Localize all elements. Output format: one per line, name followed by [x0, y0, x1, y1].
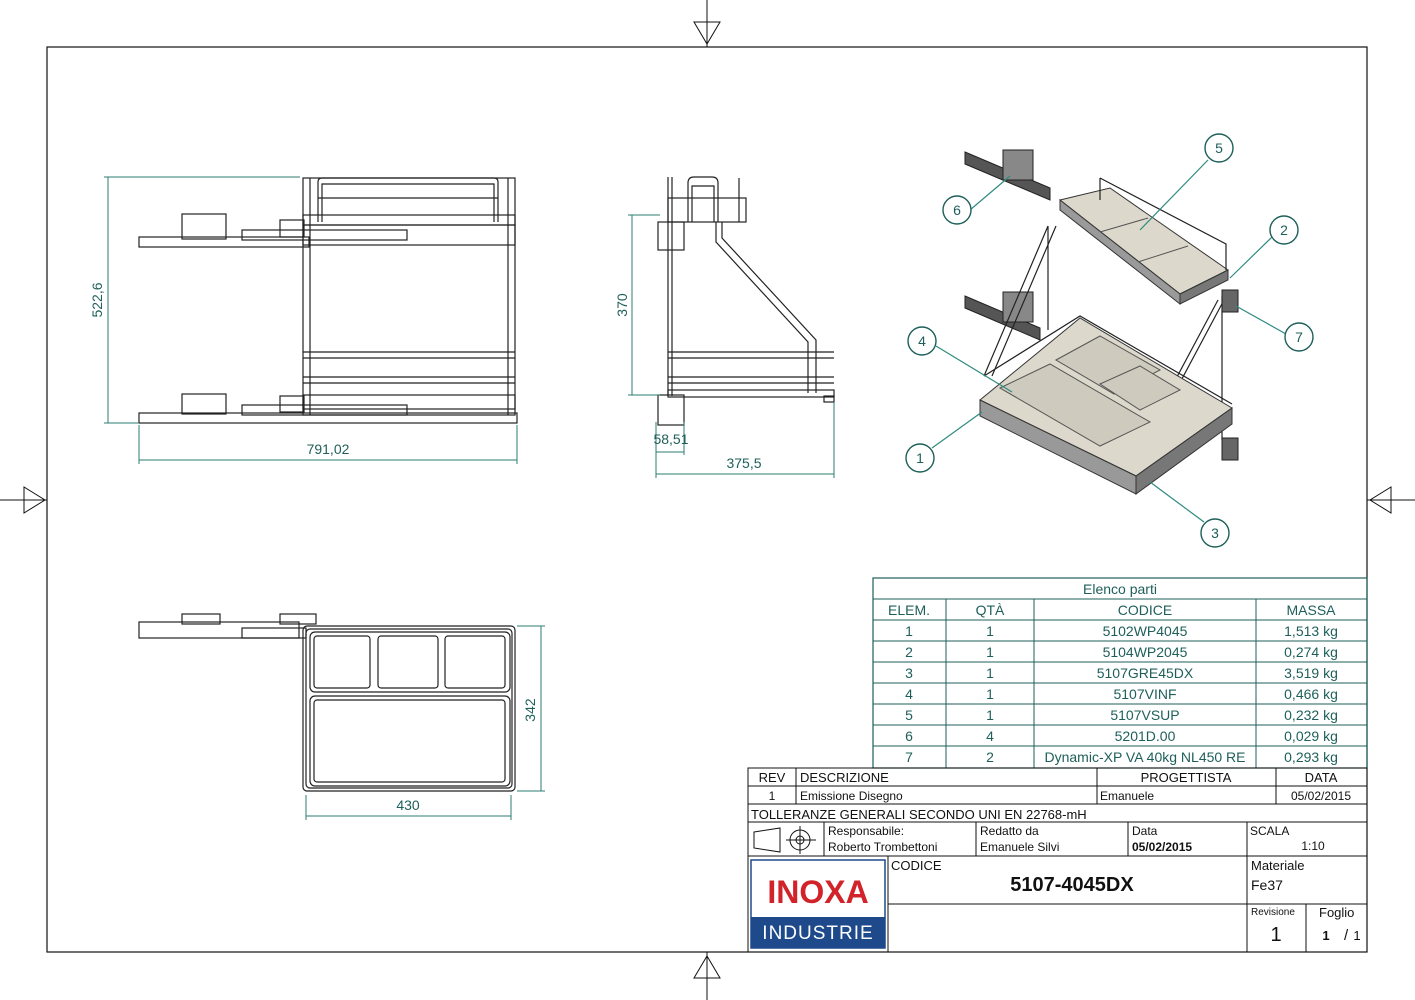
top-width-dim: 430: [396, 797, 420, 813]
top-height-dim: 342: [522, 698, 538, 722]
parts-row-7-elem: 7: [905, 749, 913, 765]
revisione-value: 1: [1270, 924, 1281, 946]
balloon-5-label: 5: [1215, 140, 1223, 156]
data-label: Data: [1132, 824, 1158, 838]
parts-list-table: [872, 577, 1368, 769]
isometric-view: [931, 149, 1287, 523]
logo-band: [751, 917, 885, 948]
parts-row-1-qty: 1: [986, 623, 994, 639]
materiale-value: Fe37: [1251, 877, 1283, 893]
balloon-7-label: 7: [1295, 329, 1303, 345]
parts-row-1-elem: 1: [905, 623, 913, 639]
balloon-1-label: 1: [916, 450, 924, 466]
front-width-dim: 791,02: [307, 441, 350, 457]
revisione-label: Revisione: [1251, 907, 1295, 918]
drawing-code: 5107-4045DX: [1010, 874, 1134, 896]
parts-row-4-code: 5107VINF: [1113, 686, 1176, 702]
desc-value: Emissione Disegno: [800, 789, 903, 803]
header-elem: ELEM.: [888, 602, 930, 618]
parts-row-7-qty: 2: [986, 749, 994, 765]
desc-header: DESCRIZIONE: [800, 770, 889, 785]
inoxa-logo: INOXA INDUSTRIE: [750, 859, 886, 949]
balloon-2-label: 2: [1280, 222, 1288, 238]
balloon-2: [1269, 215, 1299, 245]
foglio-label: Foglio: [1319, 905, 1354, 920]
balloon-3-label: 3: [1211, 525, 1219, 541]
balloon-6-label: 6: [953, 202, 961, 218]
side-width-dim: 375,5: [726, 455, 761, 471]
title-block: [747, 803, 1368, 953]
parts-row-5-elem: 5: [905, 707, 913, 723]
balloon-4: [907, 326, 937, 356]
parts-row-6-mass: 0,029 kg: [1284, 728, 1338, 744]
balloon-1: [905, 443, 935, 473]
materiale-label: Materiale: [1251, 858, 1304, 873]
parts-row-2-code: 5104WP2045: [1103, 644, 1188, 660]
balloon-3: [1200, 518, 1230, 548]
parts-row-3-elem: 3: [905, 665, 913, 681]
front-view: [104, 176, 518, 464]
balloon-6: [942, 195, 972, 225]
front-height-dim: 522,6: [89, 282, 105, 317]
tolerances-note: TOLLERANZE GENERALI SECONDO UNI EN 22768…: [751, 807, 1087, 822]
header-qty: QTÀ: [976, 602, 1005, 618]
date-header: DATA: [1305, 770, 1338, 785]
designer-value: Emanuele: [1100, 789, 1154, 803]
foglio-value: 1: [1322, 928, 1329, 943]
parts-row-5-qty: 1: [986, 707, 994, 723]
parts-row-7-code: Dynamic-XP VA 40kg NL450 RE: [1044, 749, 1245, 765]
parts-row-6-elem: 6: [905, 728, 913, 744]
parts-row-7-mass: 0,293 kg: [1284, 749, 1338, 765]
rev-header: REV: [759, 770, 786, 785]
parts-row-5-mass: 0,232 kg: [1284, 707, 1338, 723]
parts-list-rows: 1 1 5102WP4045 1,513 kg 2 1 5104WP2045 0,274 kg…: [905, 623, 1338, 765]
rev-value: 1: [769, 789, 776, 803]
responsabile-label: Responsabile:: [828, 824, 904, 838]
side-offset-dim: 58,51: [653, 431, 688, 447]
balloon-7: [1284, 322, 1314, 352]
header-code: CODICE: [1118, 602, 1172, 618]
parts-row-6-qty: 4: [986, 728, 994, 744]
top-view: [138, 613, 545, 820]
parts-row-4-mass: 0,466 kg: [1284, 686, 1338, 702]
parts-row-2-elem: 2: [905, 644, 913, 660]
side-view: [628, 176, 835, 478]
parts-row-4-qty: 1: [986, 686, 994, 702]
header-mass: MASSA: [1286, 602, 1336, 618]
redatto-value: Emanuele Silvi: [980, 840, 1059, 854]
foglio-separator: /: [1344, 927, 1349, 944]
parts-row-1-mass: 1,513 kg: [1284, 623, 1338, 639]
parts-row-2-qty: 1: [986, 644, 994, 660]
parts-row-6-code: 5201D.00: [1115, 728, 1176, 744]
balloon-5: [1204, 133, 1234, 163]
parts-row-3-qty: 1: [986, 665, 994, 681]
codice-label: CODICE: [891, 858, 942, 873]
logo-subtitle: INDUSTRIE: [762, 923, 873, 944]
responsabile-value: Roberto Trombettoni: [828, 840, 937, 854]
parts-row-4-elem: 4: [905, 686, 913, 702]
part-balloons: 6 5 2 7 4 1 3: [905, 133, 1314, 548]
logo-wordmark: INOXA: [767, 874, 868, 910]
side-height-dim: 370: [614, 293, 630, 317]
parts-row-3-code: 5107GRE45DX: [1097, 665, 1194, 681]
parts-row-2-mass: 0,274 kg: [1284, 644, 1338, 660]
parts-row-5-code: 5107VSUP: [1110, 707, 1179, 723]
data-value: 05/02/2015: [1132, 840, 1192, 854]
date-value: 05/02/2015: [1291, 789, 1351, 803]
parts-list-headers: ELEM. QTÀ CODICE MASSA: [888, 602, 1336, 618]
parts-list-title: Elenco parti: [1083, 581, 1157, 597]
foglio-total: 1: [1353, 928, 1360, 943]
designer-header: PROGETTISTA: [1141, 770, 1232, 785]
projection-symbol-icon: [753, 826, 816, 854]
parts-row-1-code: 5102WP4045: [1103, 623, 1188, 639]
sheet-border: [46, 46, 1368, 953]
parts-row-3-mass: 3,519 kg: [1284, 665, 1338, 681]
scala-label: SCALA: [1250, 824, 1289, 838]
redatto-label: Redatto da: [980, 824, 1039, 838]
balloon-4-label: 4: [918, 333, 926, 349]
scala-value: 1:10: [1301, 839, 1325, 853]
